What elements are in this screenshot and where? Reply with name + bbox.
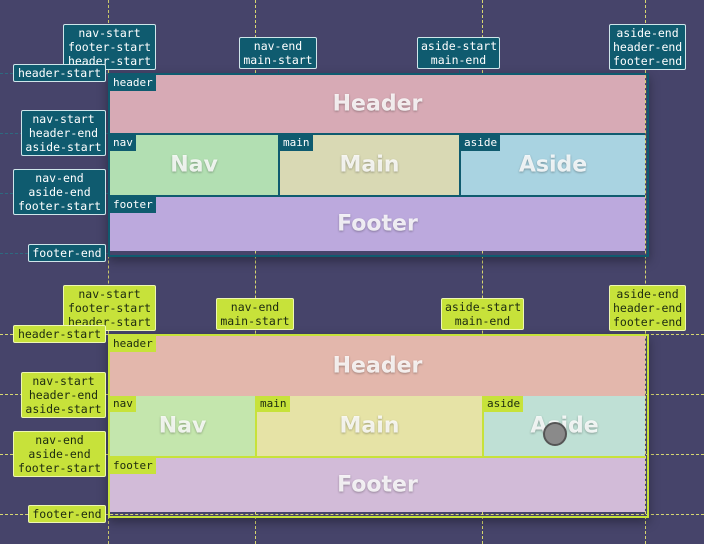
area-label: Aside (518, 152, 588, 178)
line-name: aside-end (616, 287, 679, 301)
line-name: nav-start (32, 112, 95, 126)
area-label: Header (332, 353, 423, 379)
row-line-label: header-start (13, 64, 106, 82)
row-line-label: footer-end (28, 505, 106, 523)
line-name: aside-start (25, 402, 102, 416)
area-label: Nav (158, 413, 207, 439)
line-name: footer-start (17, 199, 102, 213)
line-name: footer-end (32, 507, 102, 521)
line-name: aside-start (421, 39, 498, 53)
line-name: main-start (220, 314, 290, 328)
line-name: nav-start (32, 374, 95, 388)
area-tag: footer (110, 197, 156, 213)
guide-line (108, 0, 109, 544)
line-name: aside-start (445, 300, 522, 314)
line-name: header-end (28, 388, 99, 402)
area-header: header Header (110, 75, 645, 135)
line-name: nav-end (35, 433, 84, 447)
line-name: aside-end (28, 185, 91, 199)
line-name: header-end (613, 40, 683, 54)
line-name: main-start (243, 53, 313, 67)
line-name: header-end (28, 126, 99, 140)
guide-line (645, 0, 646, 544)
area-label: Nav (170, 152, 218, 178)
area-tag: header (110, 336, 156, 352)
line-name: footer-end (613, 54, 683, 68)
area-tag: header (110, 75, 156, 91)
area-main: main Main (257, 396, 484, 456)
area-aside: aside Aside (461, 135, 645, 195)
guide-line (482, 0, 483, 544)
area-header: header Header (110, 336, 645, 396)
area-tag: aside (461, 135, 501, 151)
line-name: footer-start (67, 40, 152, 54)
area-label: Main (339, 413, 400, 439)
area-tag: main (257, 396, 290, 412)
area-footer: footer Footer (110, 456, 645, 512)
line-name: nav-start (78, 26, 141, 40)
mouse-cursor-icon (543, 422, 567, 446)
grid-container: header Header nav Nav main Main aside As… (108, 334, 649, 518)
area-label: Header (332, 91, 423, 117)
line-name: nav-end (253, 39, 303, 53)
line-name: header-end (613, 301, 683, 315)
line-name: nav-start (78, 287, 141, 301)
line-name: aside-end (28, 447, 91, 461)
area-label: Main (339, 152, 400, 178)
guide-line (0, 514, 704, 515)
row-line-label: footer-end (28, 244, 106, 262)
line-name: aside-start (25, 140, 102, 154)
row-line-label: header-start (13, 325, 106, 343)
line-name: header-start (17, 66, 102, 80)
area-tag: nav (110, 135, 136, 151)
guide-line (255, 0, 256, 544)
area-tag: aside (484, 396, 524, 412)
area-nav: nav Nav (110, 135, 280, 195)
area-tag: footer (110, 458, 156, 474)
area-footer: footer Footer (110, 195, 645, 251)
area-main: main Main (280, 135, 461, 195)
line-name: footer-start (67, 301, 152, 315)
grid-container: header Header nav Nav main Main aside As… (108, 73, 649, 257)
area-tag: nav (110, 396, 136, 412)
line-name: footer-end (613, 315, 683, 329)
line-name: aside-end (616, 26, 679, 40)
line-name: footer-end (32, 246, 102, 260)
line-name: main-end (454, 314, 511, 328)
area-tag: main (280, 135, 313, 151)
line-name: nav-end (230, 300, 280, 314)
line-name: main-end (430, 53, 487, 67)
area-label: Footer (337, 211, 418, 237)
line-name: nav-end (35, 171, 84, 185)
area-nav: nav Nav (110, 396, 257, 456)
area-label: Footer (337, 472, 418, 498)
line-name: header-start (17, 327, 102, 341)
line-name: footer-start (17, 461, 102, 475)
